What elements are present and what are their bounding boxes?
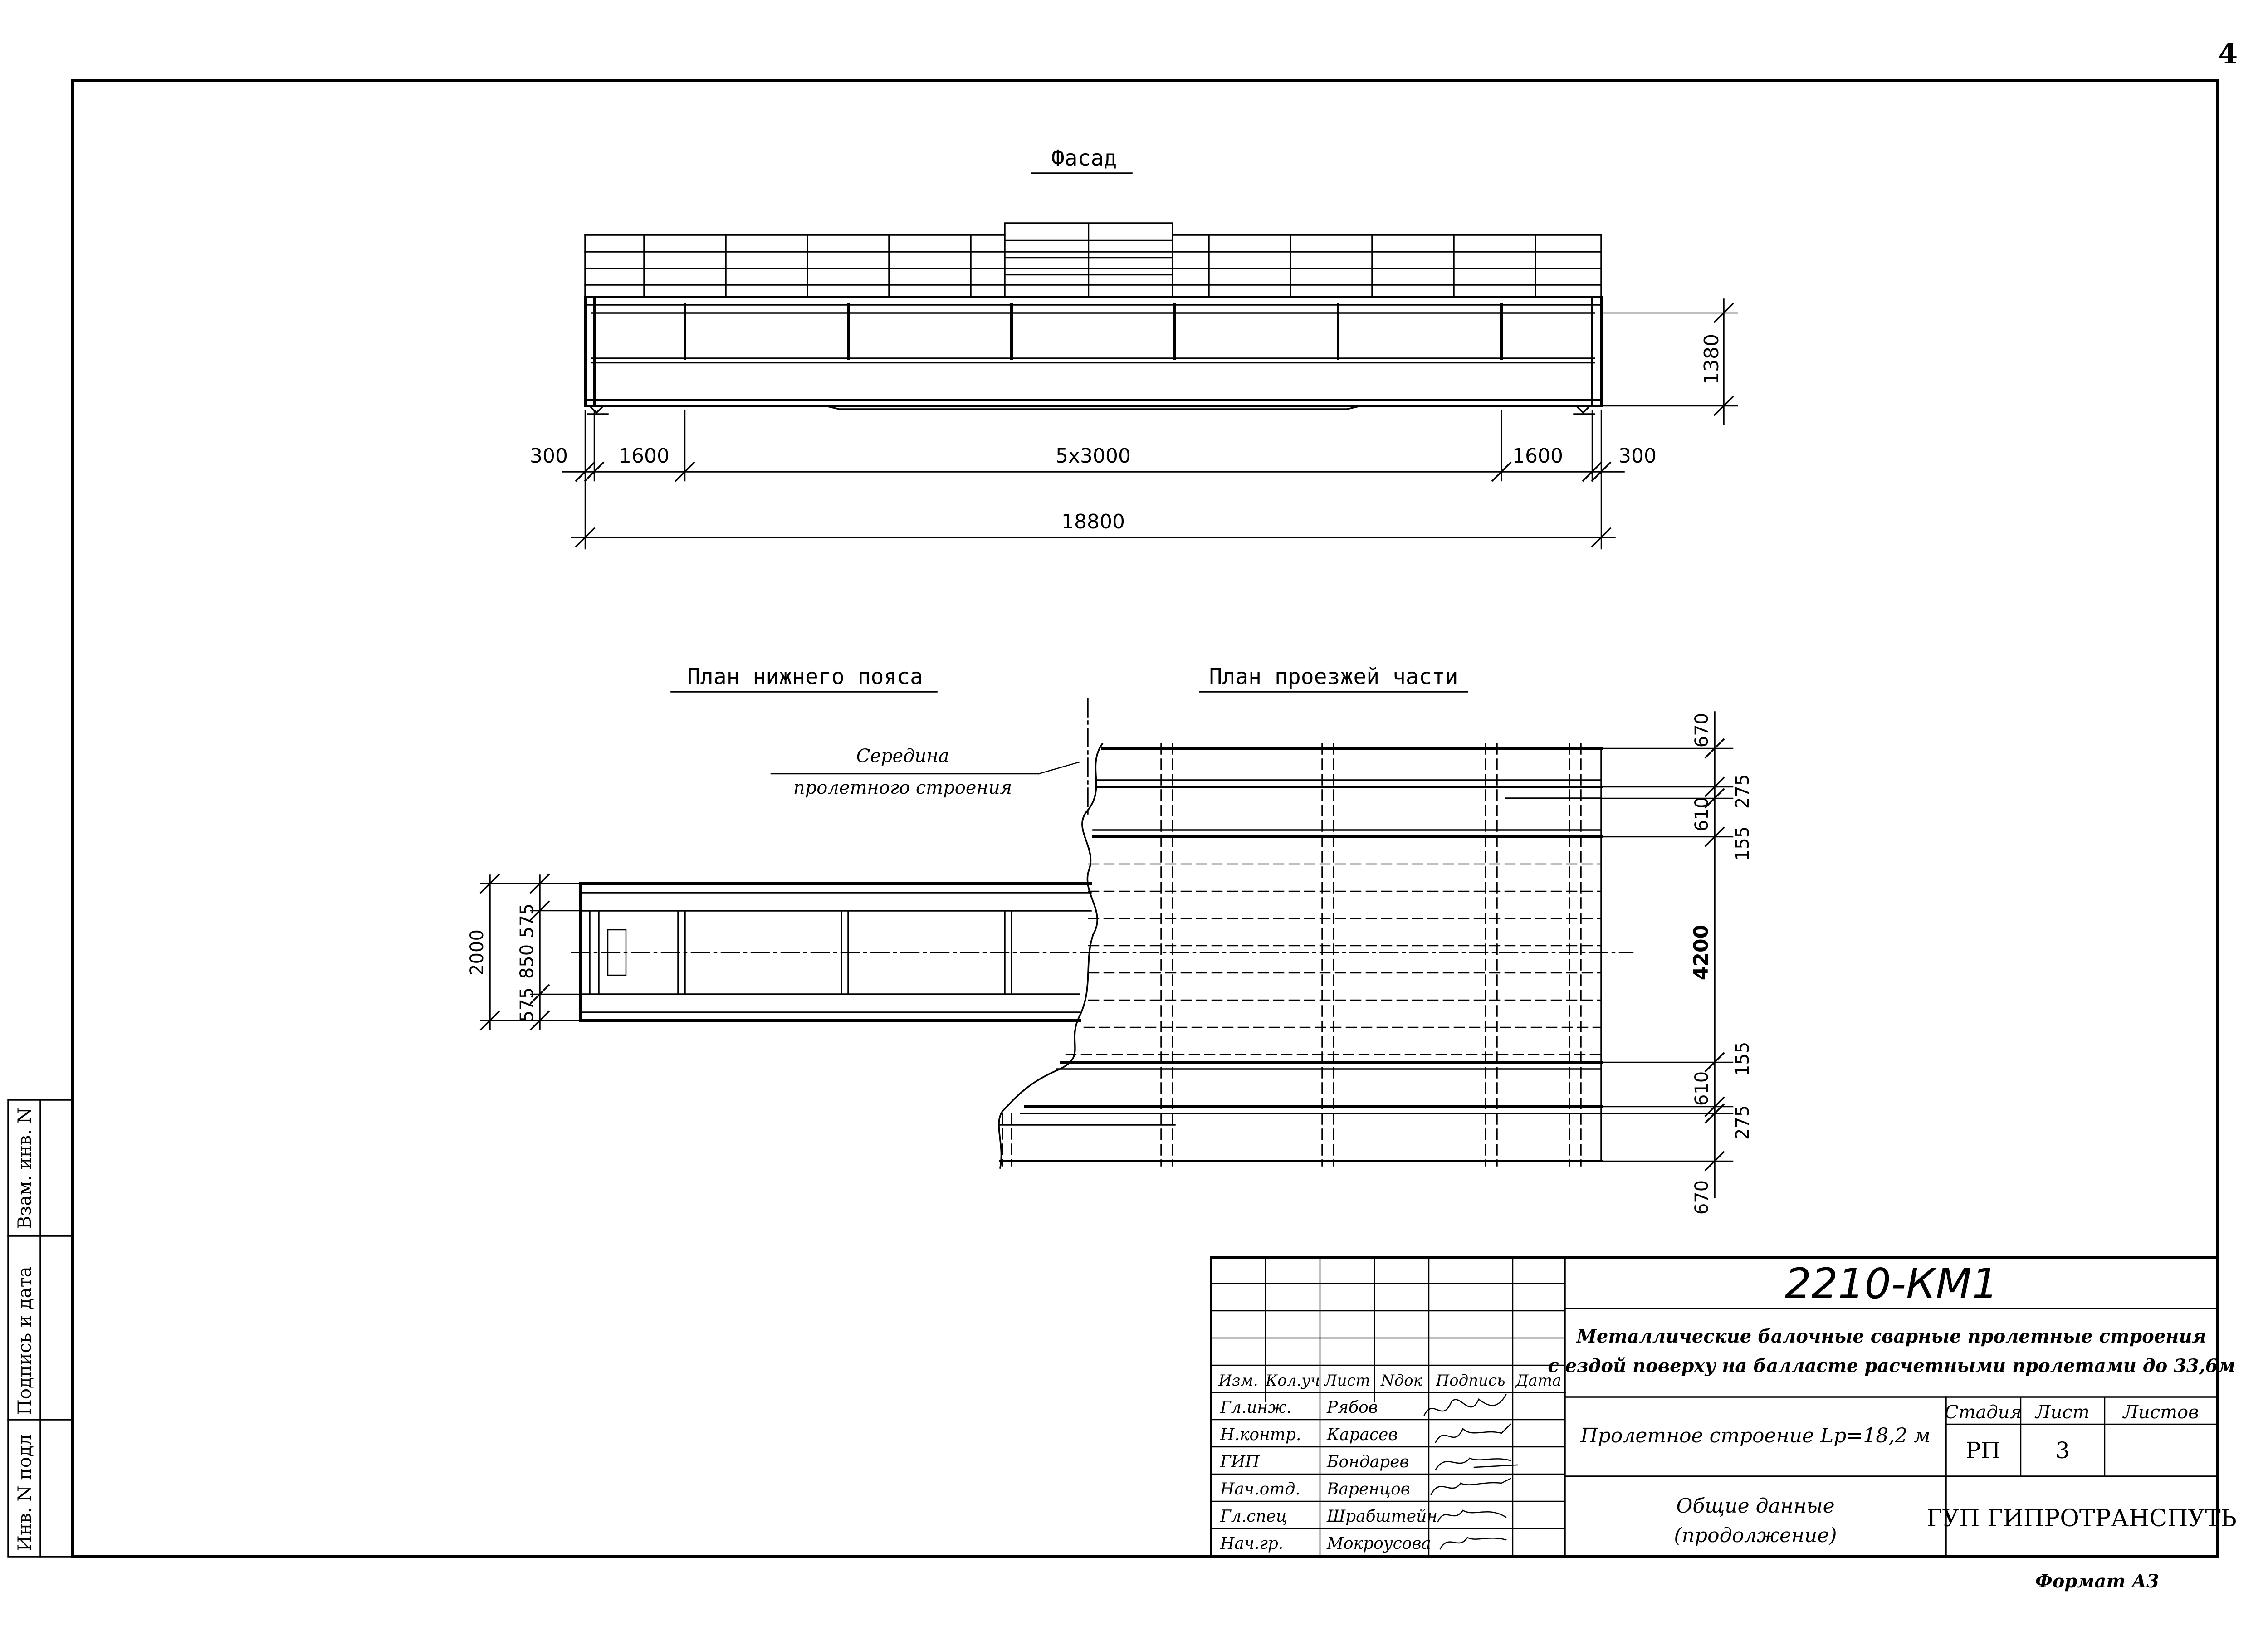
page-number: 4 — [2218, 37, 2238, 70]
dim-left-overhang: 300 — [530, 444, 568, 468]
content-line1: Общие данные — [1676, 1494, 1834, 1518]
lower-chord-plan: 2000 575 850 575 — [467, 873, 1634, 1031]
name-3: Варенцов — [1326, 1480, 1410, 1499]
hdr-podpis: Подпись — [1435, 1372, 1505, 1390]
role-3: Нач.отд. — [1220, 1480, 1300, 1499]
dim-chord-width: 2000 — [467, 929, 488, 976]
hdr-izm: Изм. — [1218, 1372, 1258, 1390]
role-5: Нач.гр. — [1220, 1534, 1283, 1553]
deck-plan: 670 275 610 155 4200 155 610 275 670 — [998, 711, 1753, 1215]
dim-deck-b: 610 — [1691, 797, 1712, 831]
dim-left-panel: 1600 — [619, 444, 670, 468]
drawing-title: Пролетное строение Lp=18,2 м — [1580, 1424, 1930, 1447]
project-line1: Металлические балочные сварные пролетные… — [1576, 1326, 2207, 1347]
format-note: Формат А3 — [2035, 1571, 2159, 1592]
hdr-list: Лист — [1323, 1372, 1370, 1390]
hdr-ndok: Nдок — [1380, 1372, 1423, 1390]
stamp-replace-inv: Взам. инв. N — [15, 1108, 35, 1229]
name-4: Шрабштейн — [1326, 1507, 1437, 1526]
sheet-value: 3 — [2055, 1437, 2070, 1464]
project-line2: с ездой поверху на балласте расчетными п… — [1548, 1355, 2235, 1377]
dim-deck-f: 275 — [1732, 1105, 1753, 1140]
dim-chord-part-c: 575 — [517, 987, 538, 1022]
name-1: Карасев — [1326, 1426, 1398, 1444]
dim-deck-c: 155 — [1732, 826, 1753, 861]
stage-value: РП — [1965, 1437, 2000, 1464]
dim-deck-bottom: 670 — [1691, 1180, 1712, 1215]
dim-chord-part-b: 850 — [517, 944, 538, 979]
dim-deck-d: 155 — [1732, 1042, 1753, 1076]
stamp-sign-date: Подпись и дата — [15, 1266, 35, 1415]
dim-deck-a: 275 — [1732, 774, 1753, 809]
stamp-inv-orig: Инв. N подл — [15, 1434, 35, 1551]
dim-total-length: 18800 — [1061, 510, 1125, 533]
name-2: Бондарев — [1326, 1453, 1409, 1471]
signatures — [1423, 1394, 1518, 1550]
facade-view: Фасад — [530, 146, 1738, 550]
stage-label: Стадия — [1945, 1402, 2022, 1423]
organization: ГУП ГИПРОТРАНСПУТЬ — [1926, 1505, 2236, 1532]
side-stamp: Инв. N подл Подпись и дата Взам. инв. N — [7, 1099, 73, 1558]
dim-right-panel: 1600 — [1512, 444, 1563, 468]
content-line2: (продолжение) — [1674, 1524, 1837, 1547]
midspan-note-line2: пролетного строения — [793, 777, 1012, 798]
hdr-data: Дата — [1515, 1372, 1561, 1390]
drawing-code: 2210-КМ1 — [1785, 1260, 1999, 1308]
deck-plan-title: План проезжей части — [1209, 664, 1458, 689]
title-block: Изм. Кол.уч Лист Nдок Подпись Дата Гл.ин… — [1210, 1256, 2237, 1558]
dim-center-panels: 5x3000 — [1056, 444, 1131, 468]
dim-right-overhang: 300 — [1618, 444, 1657, 468]
dim-chord-part-a: 575 — [517, 903, 538, 938]
role-1: Н.контр. — [1220, 1426, 1301, 1444]
role-2: ГИП — [1220, 1453, 1260, 1471]
midspan-note-line1: Середина — [856, 746, 949, 767]
midspan-note: Середина пролетного строения — [770, 746, 1080, 798]
facade-title: Фасад — [1051, 146, 1117, 171]
dim-facade-height: 1380 — [1700, 334, 1723, 385]
name-0: Рябов — [1326, 1398, 1378, 1417]
dim-deck-top: 670 — [1691, 713, 1712, 747]
dim-deck-width: 4200 — [1690, 925, 1713, 980]
role-0: Гл.инж. — [1220, 1398, 1291, 1417]
sheets-label: Листов — [2122, 1402, 2199, 1423]
role-4: Гл.спец — [1220, 1507, 1287, 1526]
dim-deck-e: 610 — [1691, 1071, 1712, 1106]
sheet-label: Лист — [2034, 1402, 2089, 1423]
hdr-kol: Кол.уч — [1265, 1372, 1320, 1390]
name-5: Мокроусова — [1326, 1534, 1431, 1553]
lower-chord-title: План нижнего пояса — [687, 664, 923, 689]
sheet-frame — [71, 79, 2219, 1558]
